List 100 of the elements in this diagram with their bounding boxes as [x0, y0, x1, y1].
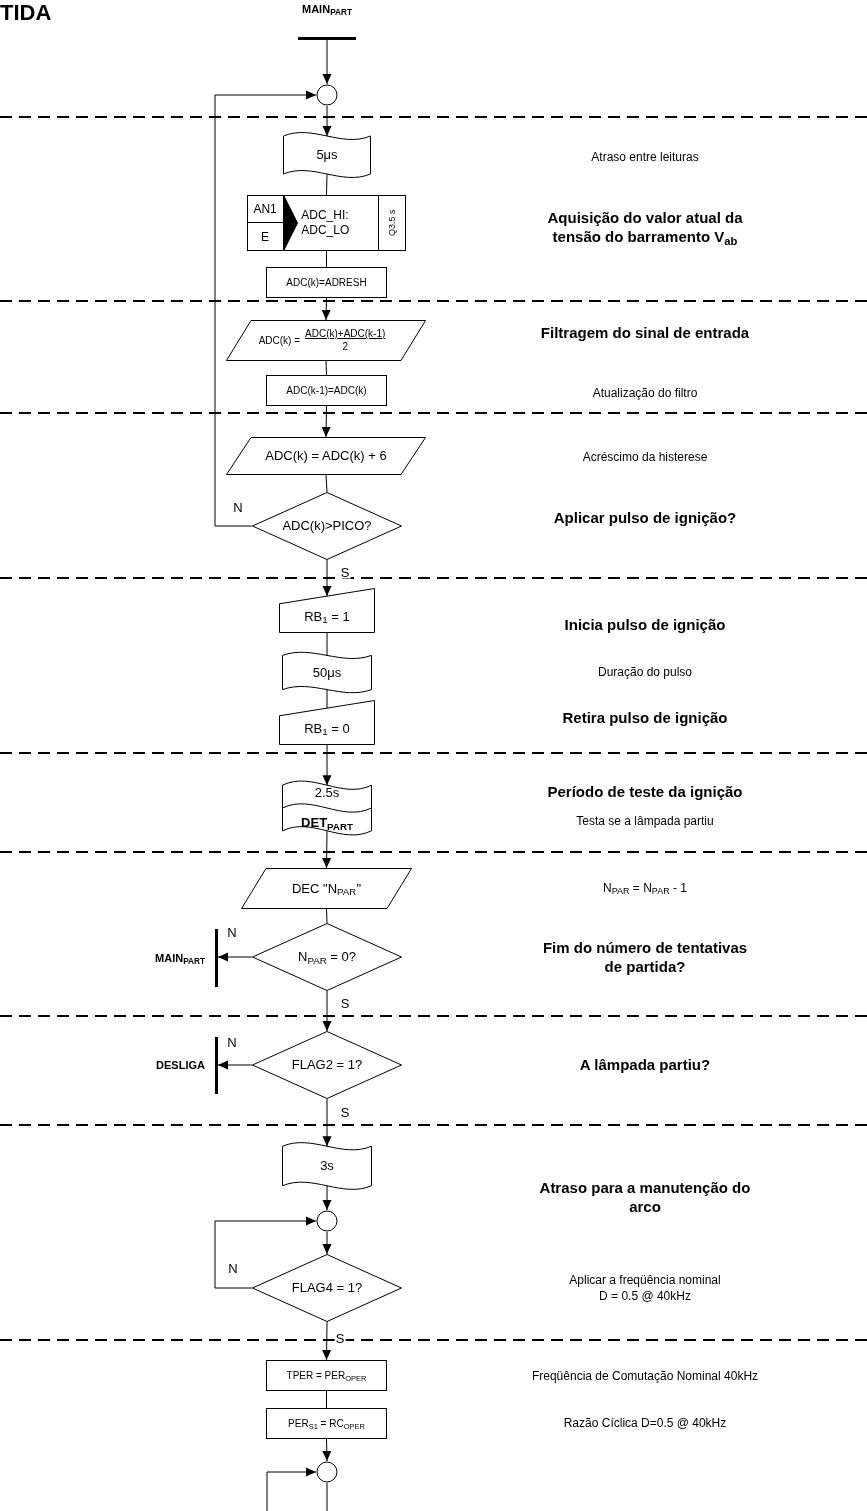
- step-note: Atraso entre leituras: [590, 149, 700, 165]
- node-label: FLAG2 = 1?: [291, 1056, 363, 1075]
- node-label: N$_{PAR}$ = 0?: [298, 948, 356, 967]
- arrow: [322, 1231, 332, 1255]
- node-label: DEC "N$_{PAR}$": [292, 879, 361, 899]
- edge-label: N: [226, 925, 238, 939]
- step-heading: Retira pulso de ignição: [561, 708, 729, 728]
- arrow: [322, 1321, 332, 1361]
- step-note: D = 0.5 @ 40kHz: [598, 1288, 692, 1304]
- arrow: [322, 105, 332, 137]
- node-label: E: [260, 229, 271, 246]
- connector-circle: [316, 1210, 338, 1232]
- edge-label: N: [226, 1035, 238, 1049]
- arrow: [322, 1438, 332, 1462]
- arrow: [322, 1185, 332, 1211]
- delay-shape: [283, 130, 371, 180]
- connector-line: [326, 1482, 328, 1511]
- edge-label: S: [334, 1331, 346, 1345]
- connector-line: [326, 173, 328, 196]
- node-label: AN1: [247, 195, 284, 223]
- arrow: [321, 405, 331, 438]
- step-note: Duração do pulso: [596, 664, 694, 680]
- arrow: [322, 1098, 332, 1147]
- node-label: 3s: [320, 1157, 334, 1176]
- connector-circle: [316, 84, 338, 106]
- step-note: Testa se a lâmpada partiu: [575, 813, 715, 829]
- diagram-title: TIDA: [0, 2, 52, 24]
- data-parallelogram: [226, 437, 426, 475]
- node-label: 2: [342, 340, 348, 353]
- delay-shape: [282, 778, 372, 838]
- edge-label: N: [227, 1261, 239, 1275]
- arrow: [266, 1467, 317, 1511]
- terminal-label: MAIN$_{PART}$: [155, 950, 205, 967]
- node-label: ADC(k) = ADC(k) + 6: [265, 447, 387, 466]
- node-label: TPER = PER$_{OPER}$: [286, 1369, 367, 1383]
- step-heading: Aquisição do valor atual da tensão do barramento V$_{ab}$: [546, 209, 744, 247]
- step-heading: Fim do número de tentativas de partida?: [541, 939, 749, 977]
- process-box: [266, 1408, 387, 1439]
- manual-input-shape: [279, 588, 375, 633]
- delay-shape: [282, 1140, 372, 1192]
- arrow: [322, 830, 332, 869]
- arrow: [322, 39, 332, 85]
- node-label: ADC(k)>PICO?: [282, 517, 372, 536]
- edge-label: S: [339, 565, 351, 579]
- node-label: FLAG4 = 1?: [291, 1279, 363, 1298]
- arrow: [214, 1216, 317, 1289]
- arrow: [321, 297, 331, 321]
- delay-shape: [282, 650, 372, 695]
- step-heading: Inicia pulso de ignição: [563, 615, 727, 635]
- node-label: PER$_{S1}$ = RC$_{OPER}$: [288, 1417, 365, 1431]
- terminal-label: MAIN$_{PART}$: [302, 4, 352, 15]
- connector-line: [326, 632, 328, 656]
- step-heading: Filtragem do sinal de entrada: [539, 323, 751, 343]
- connector-line: [326, 1390, 327, 1409]
- decision-diamond: [252, 492, 402, 560]
- connector-line: [325, 474, 328, 493]
- node-label: RB$_{1}$ = 0: [304, 719, 350, 739]
- edge-label: S: [339, 996, 351, 1010]
- connector-line: [326, 250, 327, 268]
- step-note: Aplicar a freqüência nominal: [568, 1272, 722, 1288]
- node-label: 2.5s: [314, 784, 340, 803]
- arrow: [322, 559, 332, 597]
- connector-circle: [316, 1461, 338, 1483]
- step-heading: Atraso para a manutenção do arco: [538, 1179, 752, 1217]
- arrow: [214, 90, 317, 527]
- adc-block: [247, 195, 406, 251]
- edge-label: S: [339, 1105, 351, 1119]
- arrow: [322, 990, 332, 1032]
- node-label: RB$_{1}$ = 1: [304, 607, 350, 627]
- step-note: N$_{PAR}$ = N$_{PAR}$ - 1: [601, 880, 688, 896]
- step-note: Freqüência de Comutação Nominal 40kHz: [530, 1368, 760, 1384]
- step-note: Atualização do filtro: [591, 385, 699, 401]
- process-box: [266, 267, 387, 298]
- node-label: ADC_HI: ADC_LO: [301, 208, 351, 238]
- node-label: ADC(k)=ADRESH: [286, 276, 367, 290]
- step-note: Acréscimo da histerese: [581, 449, 709, 465]
- node-label: Q3.5 s: [386, 209, 398, 237]
- node-label: ADC(k) =: [258, 334, 301, 348]
- terminal-label: DESLIGA: [156, 1058, 205, 1074]
- edge-label: N: [232, 500, 244, 514]
- arrow: [217, 952, 253, 962]
- node-label: ADC(k)+ADC(k-1): [305, 328, 386, 341]
- step-note: Razão Cíclica D=0.5 @ 40kHz: [562, 1415, 728, 1431]
- arrow: [322, 744, 332, 786]
- node-label: 5μs: [316, 146, 338, 165]
- decision-diamond: [252, 923, 402, 991]
- connector-line: [325, 360, 327, 376]
- process-box: [266, 1360, 387, 1391]
- process-box: [266, 375, 387, 406]
- decision-diamond: [252, 1254, 402, 1322]
- manual-input-shape: [279, 700, 375, 745]
- decision-diamond: [252, 1031, 402, 1099]
- data-parallelogram: [241, 868, 412, 909]
- step-heading: Aplicar pulso de ignição?: [552, 508, 738, 528]
- data-parallelogram: [226, 320, 426, 361]
- node-label: 50μs: [312, 663, 342, 682]
- node-label: DET$_{PART}$: [301, 814, 353, 833]
- step-heading: A lâmpada partiu?: [578, 1055, 712, 1075]
- connector-line: [326, 689, 328, 709]
- arrow: [217, 1060, 253, 1070]
